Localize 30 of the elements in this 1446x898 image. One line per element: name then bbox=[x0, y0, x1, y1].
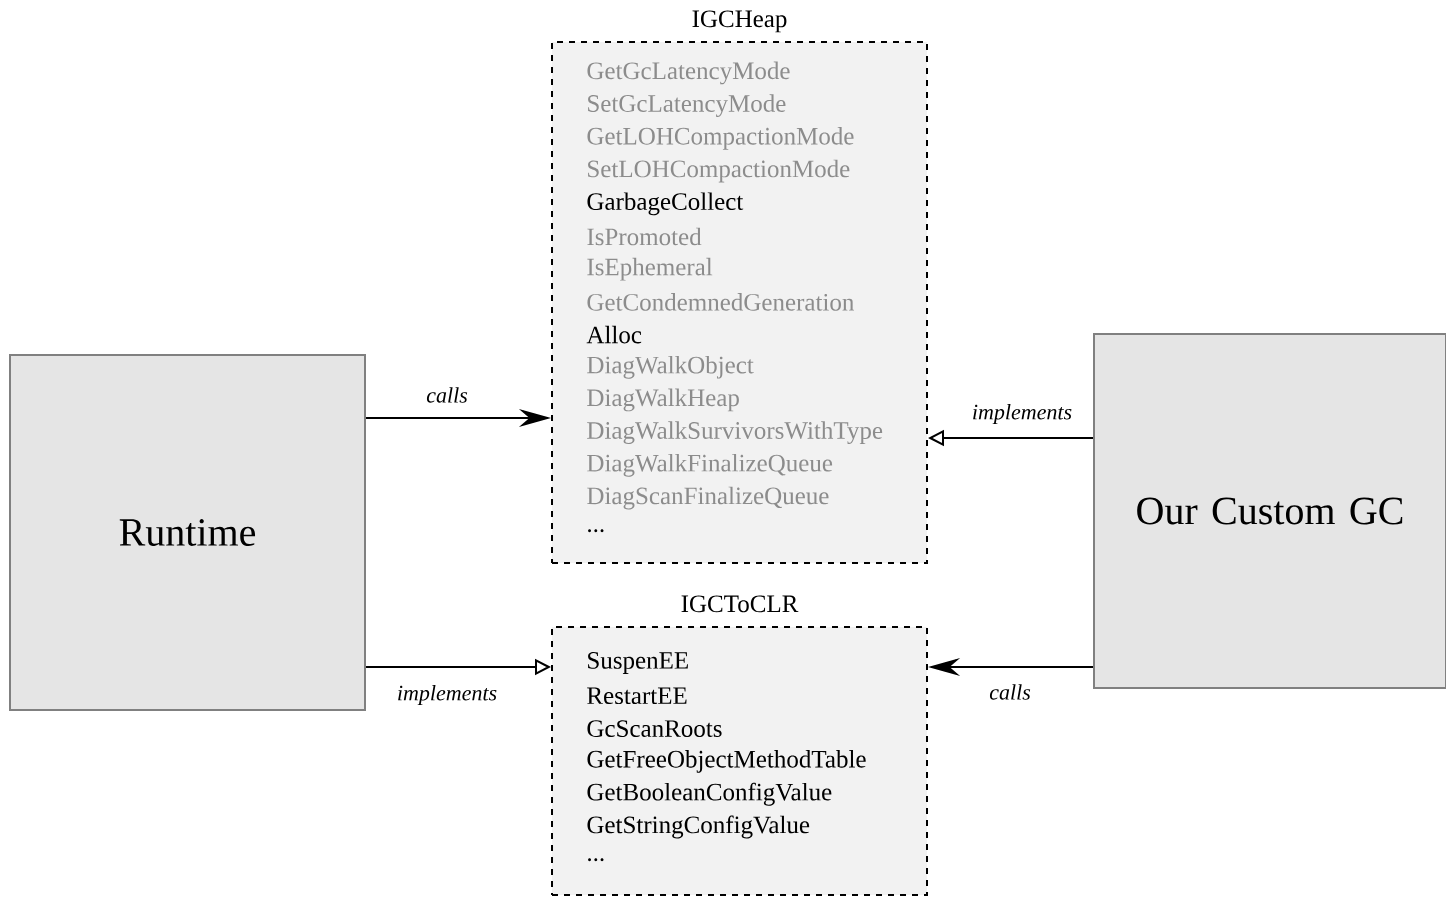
method-name: IsEphemeral bbox=[587, 257, 713, 281]
method-name: GarbageCollect bbox=[587, 192, 744, 216]
method-name: GcScanRoots bbox=[587, 720, 722, 737]
method-name: DiagWalkObject bbox=[587, 355, 754, 379]
method-name: ... bbox=[588, 858, 604, 862]
edge-label: implements bbox=[398, 685, 497, 705]
method-name: SetGcLatencyMode bbox=[588, 94, 786, 118]
edge-label: calls bbox=[989, 684, 1031, 700]
interface-title: IGCToCLR bbox=[681, 595, 799, 613]
process-box: Runtime bbox=[9, 354, 366, 711]
method-name: DiagScanFinalizeQueue bbox=[587, 486, 829, 510]
method-name: GetCondemnedGeneration bbox=[587, 293, 854, 311]
method-name: GetFreeObjectMethodTable bbox=[587, 750, 866, 773]
method-name: SuspenEE bbox=[588, 652, 688, 674]
method-name: DiagWalkSurvivorsWithType bbox=[587, 421, 883, 445]
method-name: SetLOHCompactionMode bbox=[588, 159, 850, 183]
method-name: GetBooleanConfigValue bbox=[587, 782, 832, 806]
method-name: DiagWalkFinalizeQueue bbox=[587, 454, 833, 477]
process-box: Our Custom GC bbox=[1093, 333, 1446, 689]
method-name: GetGcLatencyMode bbox=[587, 61, 790, 85]
edge-label: implements bbox=[973, 404, 1072, 424]
method-name: GetLOHCompactionMode bbox=[587, 127, 854, 150]
interface-title: IGCHeap bbox=[692, 10, 787, 33]
edge-label: calls bbox=[426, 387, 468, 403]
method-name: DiagWalkHeap bbox=[587, 388, 739, 412]
method-name: Alloc bbox=[586, 325, 642, 344]
method-name: GetStringConfigValue bbox=[587, 815, 810, 839]
method-name: ... bbox=[588, 529, 604, 533]
method-name: RestartEE bbox=[587, 687, 687, 705]
method-name: IsPromoted bbox=[587, 227, 702, 246]
